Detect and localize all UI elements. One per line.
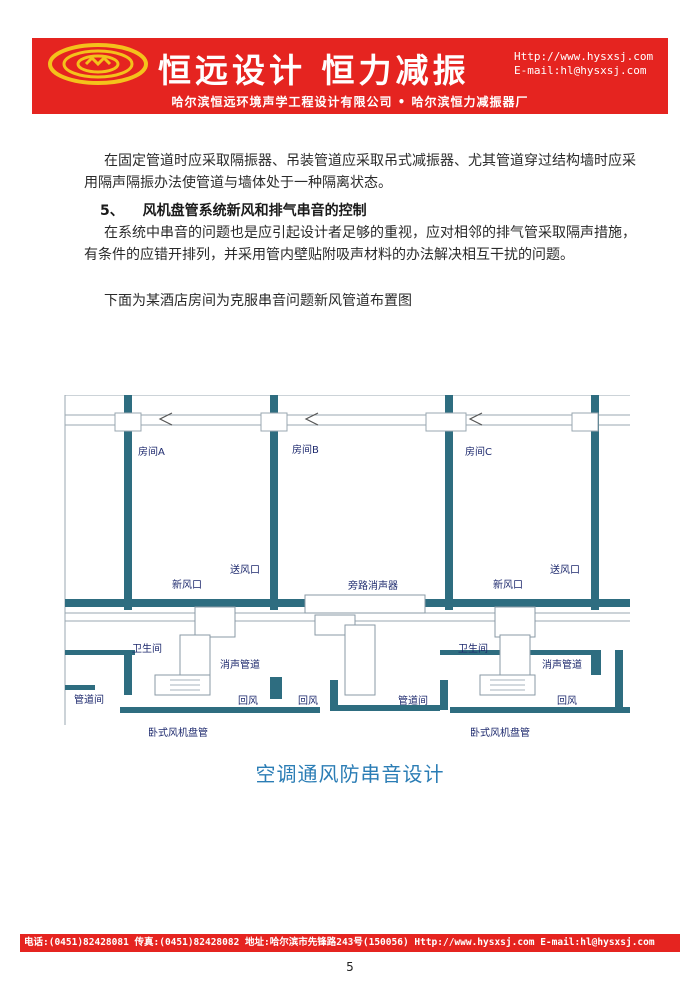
fcu-right-label: 卧式风机盘管 <box>470 726 530 739</box>
page-number: 5 <box>346 960 354 974</box>
hengyuan-logo-icon <box>48 43 148 85</box>
bathroom-left-label: 卫生间 <box>132 642 162 655</box>
duct-layout-diagram: 房间A 房间B 房间C 新风口 送风口 旁路消声器 新风口 送风口 卫生间 消声… <box>64 395 630 739</box>
silencer-duct-left-label: 消声管道 <box>220 658 260 671</box>
return-mid-label: 回风 <box>298 695 318 707</box>
fcu-left-label: 卧式风机盘管 <box>148 726 208 739</box>
section-heading: 5、 风机盘管系统新风和排气串音的控制 <box>100 200 367 222</box>
return-right-label: 回风 <box>557 695 577 707</box>
silencer-duct-right-label: 消声管道 <box>542 658 582 671</box>
room-a-label: 房间A <box>138 445 165 458</box>
company-name-bar: 哈尔滨恒远环境声学工程设计有限公司 • 哈尔滨恒力减振器厂 <box>32 90 668 114</box>
diagram-caption: 空调通风防串音设计 <box>255 762 445 786</box>
header-website[interactable]: Http://www.hysxsj.com <box>514 50 654 63</box>
section-title: 风机盘管系统新风和排气串音的控制 <box>142 203 367 219</box>
header-email[interactable]: E-mail:hl@hysxsj.com <box>514 64 647 77</box>
fresh-air-left-label: 新风口 <box>172 578 202 591</box>
room-b-label: 房间B <box>292 443 319 456</box>
supply-right-label: 送风口 <box>550 563 580 576</box>
pipe-room-left-label: 管道间 <box>74 693 104 706</box>
bypass-silencer-label: 旁路消声器 <box>348 579 398 592</box>
bathroom-right-label: 卫生间 <box>458 642 488 655</box>
brand-title: 恒远设计 恒力减振 <box>158 51 470 90</box>
paragraph-3: 下面为某酒店房间为克服串音问题新风管道布置图 <box>104 293 412 309</box>
fresh-air-right-label: 新风口 <box>493 578 523 591</box>
return-left-label: 回风 <box>238 695 258 707</box>
paragraph-2: 在系统中串音的问题也是应引起设计者足够的重视，应对相邻的排气管采取隔声措施，有条… <box>84 225 636 263</box>
header-banner: 恒远设计 恒力减振 Http://www.hysxsj.com E-mail:h… <box>32 38 668 90</box>
footer-contact-bar: 电话:(0451)82428081 传真:(0451)82428082 地址:哈… <box>20 934 680 952</box>
room-c-label: 房间C <box>465 445 492 458</box>
supply-left-label: 送风口 <box>230 563 260 576</box>
section-number: 5、 <box>100 203 124 219</box>
header-contact: Http://www.hysxsj.com E-mail:hl@hysxsj.c… <box>514 50 653 78</box>
paragraph-1: 在固定管道时应采取隔振器、吊装管道应采取吊式减振器、尤其管道穿过结构墙时应采用隔… <box>84 153 636 191</box>
pipe-room-mid-label: 管道间 <box>398 694 428 707</box>
